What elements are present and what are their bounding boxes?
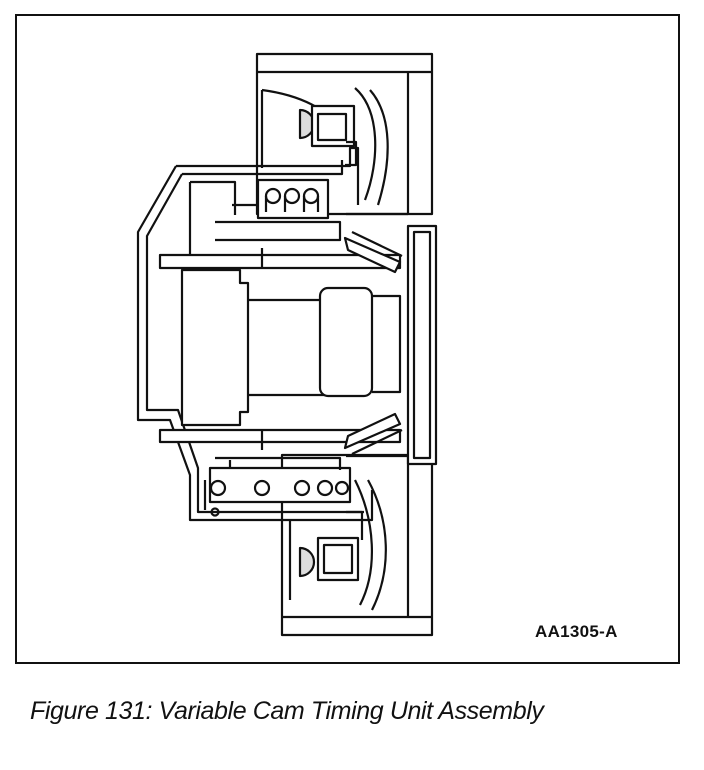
front-plate — [346, 212, 438, 466]
lower-spring-pack — [208, 456, 352, 504]
upper-spring-pack — [215, 178, 342, 242]
figure-caption: Figure 131: Variable Cam Timing Unit Ass… — [30, 697, 544, 725]
helical-gears — [343, 231, 403, 455]
figure-id: AA1305-A — [535, 622, 618, 641]
central-hub — [158, 248, 402, 450]
